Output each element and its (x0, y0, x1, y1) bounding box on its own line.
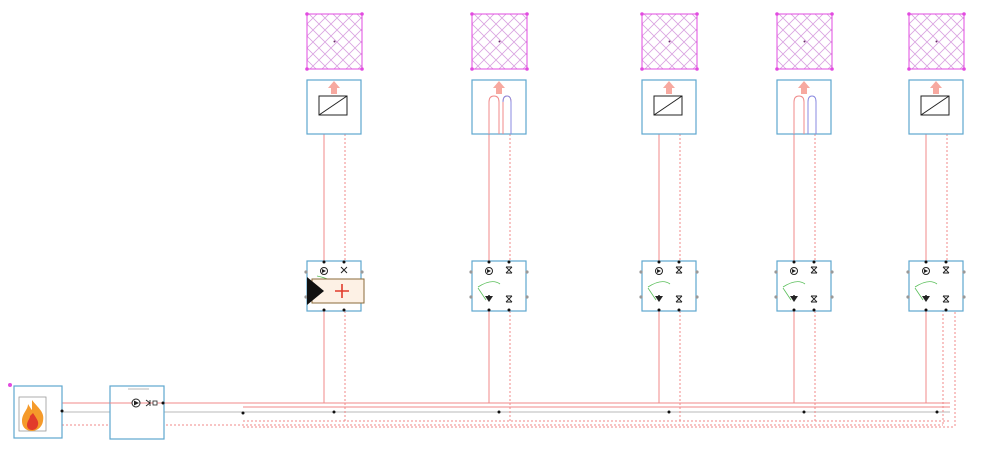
junction-node (935, 410, 939, 414)
up-arrow-icon (493, 81, 505, 94)
valve-icon (675, 266, 683, 274)
valve-icon (340, 266, 348, 274)
valve-icon (675, 295, 683, 303)
valve-icon (810, 266, 818, 274)
radiator-unit[interactable] (908, 79, 964, 135)
valve-icon (942, 295, 950, 303)
pump-icon (655, 295, 663, 302)
heating-zone-2 (469, 12, 529, 421)
room-space[interactable] (907, 12, 966, 71)
zone-riser-pipes (793, 134, 816, 421)
zone-valve-unit[interactable] (469, 260, 529, 312)
zone-riser-pipes (658, 134, 681, 421)
underfloor-loop-unit[interactable] (776, 79, 832, 135)
valve-icon (942, 266, 950, 274)
up-arrow-icon (930, 81, 942, 94)
main-distribution-pipes (62, 300, 956, 428)
zone-riser-pipes (488, 134, 511, 421)
junction-node (802, 410, 806, 414)
pump-icon (485, 295, 493, 302)
junction-node (497, 410, 501, 414)
zone-riser-pipes (323, 134, 346, 421)
heat-source-unit[interactable] (8, 383, 64, 439)
pump-icon (790, 295, 798, 302)
room-space[interactable] (470, 12, 529, 71)
room-space[interactable] (640, 12, 699, 71)
flame-icon (22, 400, 44, 431)
play-triangle-icon (307, 277, 324, 305)
zone-valve-unit[interactable] (774, 260, 834, 312)
junction-node (667, 410, 671, 414)
plus-icon (335, 284, 349, 298)
up-arrow-icon (798, 81, 810, 94)
zone-riser-pipes (925, 134, 948, 403)
valve-icon (505, 266, 513, 274)
valve-icon (810, 295, 818, 303)
radiator-unit[interactable] (641, 79, 697, 135)
zone-valve-unit[interactable] (639, 260, 699, 312)
heating-zone-5 (906, 12, 966, 403)
radiator-icon (653, 95, 683, 116)
pump-icon (790, 267, 798, 275)
radiator-unit[interactable] (306, 79, 362, 135)
up-arrow-icon (328, 81, 340, 94)
pump-icon (131, 398, 141, 408)
heating-zone-3 (639, 12, 699, 421)
room-space[interactable] (305, 12, 364, 71)
up-arrow-icon (663, 81, 675, 94)
valve-icon (505, 295, 513, 303)
pump-icon (655, 267, 663, 275)
junction-node (241, 411, 245, 415)
check-valve-icon (145, 399, 158, 407)
floor-loop-icon (793, 95, 805, 134)
heating-zone-1 (304, 12, 365, 421)
pump-icon (922, 267, 930, 275)
radiator-icon (318, 95, 348, 116)
pump-icon (922, 295, 930, 302)
junction-node (332, 410, 336, 414)
radiator-icon (920, 95, 950, 116)
pump-icon (485, 267, 493, 275)
room-space[interactable] (775, 12, 834, 71)
heating-zone-4 (774, 12, 834, 421)
mixing-valve-widget[interactable] (307, 277, 365, 305)
pump-icon (320, 267, 328, 275)
main-pump-unit[interactable] (109, 385, 165, 440)
zone-valve-unit[interactable] (906, 260, 966, 312)
underfloor-loop-unit[interactable] (471, 79, 527, 135)
